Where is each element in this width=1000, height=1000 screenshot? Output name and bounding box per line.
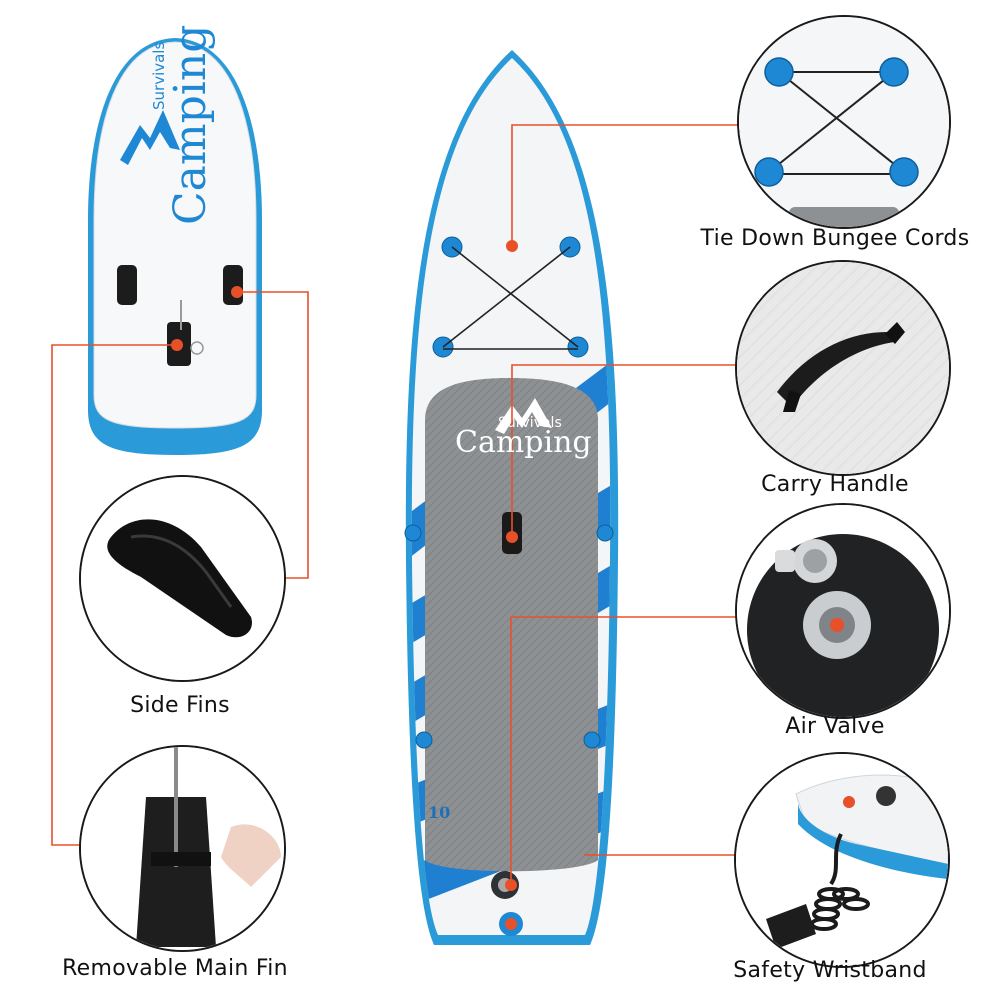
deck-brand-line2: Camping — [455, 425, 592, 460]
safety-wristband-detail-image — [734, 752, 950, 968]
label-carry-handle: Carry Handle — [761, 472, 909, 497]
deck-brand-line1: Survivals — [498, 415, 562, 431]
label-safety-wristband: Safety Wristband — [733, 958, 927, 983]
bungee-detail-image — [737, 15, 951, 229]
callout-lines — [51, 124, 738, 885]
board-bottom-view — [88, 38, 262, 455]
label-removable-main-fin: Removable Main Fin — [62, 956, 288, 981]
carry-handle-detail-image — [735, 260, 951, 476]
air-valve-detail-image — [735, 503, 951, 719]
side-fins-detail-image — [79, 475, 286, 682]
label-side-fins: Side Fins — [130, 693, 230, 718]
back-brand-line2: Camping — [165, 24, 216, 225]
label-air-valve: Air Valve — [785, 714, 885, 739]
board-number: 10 — [428, 803, 451, 822]
main-fin-detail-image — [79, 745, 286, 952]
label-bungee-cords: Tie Down Bungee Cords — [700, 226, 970, 251]
callout-dots — [171, 240, 518, 930]
